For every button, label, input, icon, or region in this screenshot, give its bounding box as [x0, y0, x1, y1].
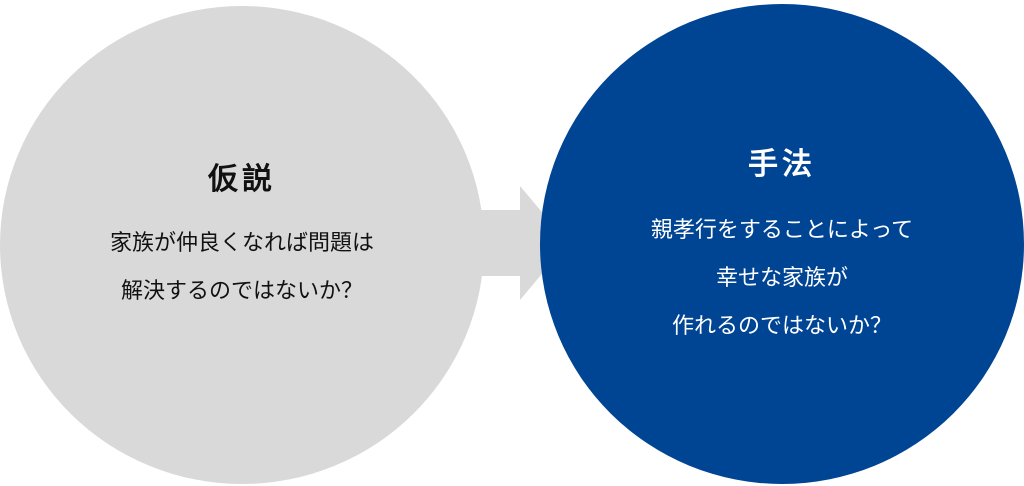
hypothesis-title: 仮説: [208, 162, 276, 197]
hypothesis-circle: [0, 6, 484, 484]
hypothesis-line-1: 家族が仲良くなれば問題は: [109, 231, 374, 256]
method-line-2: 幸せな家族が: [715, 266, 848, 291]
method-line-1: 親孝行をすることによって: [650, 218, 914, 243]
hypothesis-text-block: 仮説 家族が仲良くなれば問題は 解決するのではないか？: [60, 160, 424, 316]
method-text-block: 手法 親孝行をすることによって 幸せな家族が 作れるのではないか？: [600, 145, 964, 351]
hypothesis-line-2: 解決するのではないか？: [120, 279, 363, 304]
method-circle: [540, 4, 1024, 484]
method-line-3: 作れるのではないか？: [671, 314, 892, 339]
method-title: 手法: [748, 147, 816, 182]
